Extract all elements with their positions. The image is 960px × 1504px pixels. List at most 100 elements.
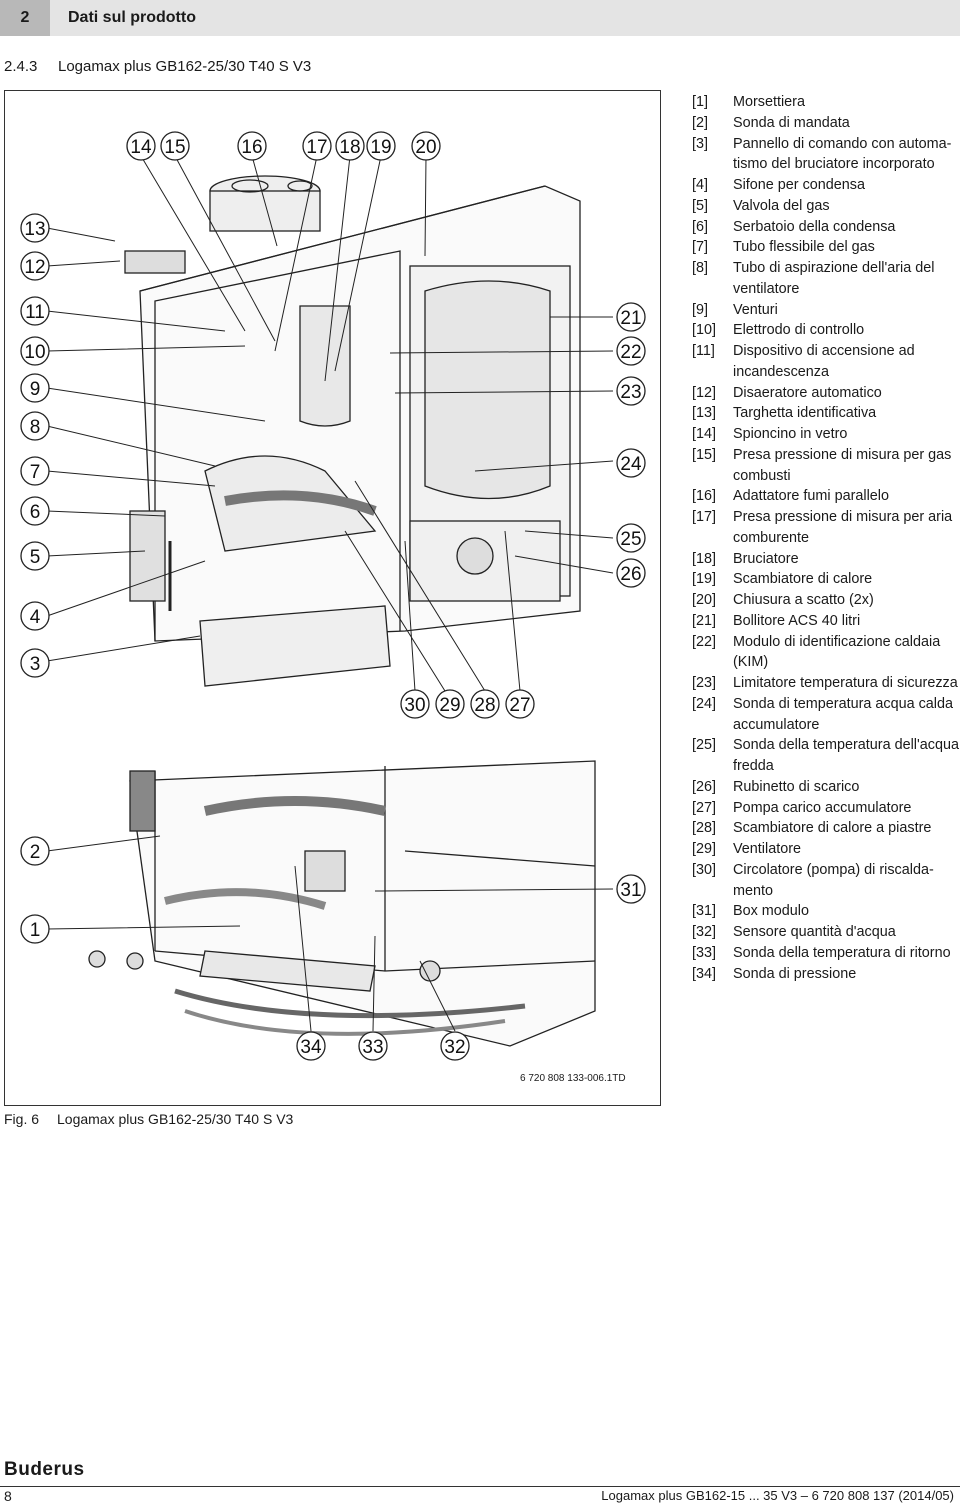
- callout-label: 14: [130, 137, 152, 158]
- legend-item: (KIM): [692, 652, 960, 673]
- footer-divider: [0, 1486, 960, 1487]
- legend-item: [2]Sonda di mandata: [692, 113, 960, 134]
- legend-item: mento: [692, 881, 960, 902]
- legend-number: [692, 279, 733, 300]
- legend-number: [22]: [692, 633, 717, 650]
- legend-item: tismo del bruciatore incorporato: [692, 154, 960, 175]
- legend-item: [29] Ventilatore: [692, 839, 960, 860]
- legend-number: [692, 881, 733, 902]
- legend-number: [21]: [692, 612, 717, 629]
- legend-item: comburente: [692, 528, 960, 549]
- callout-label: 27: [509, 695, 530, 716]
- legend-number: [6]: [692, 218, 708, 235]
- legend-number: [16]: [692, 488, 717, 505]
- callout-label: 32: [444, 1037, 465, 1058]
- callout-label: 24: [620, 454, 642, 475]
- legend-number: [692, 528, 733, 549]
- legend-number: [2]: [692, 114, 708, 131]
- legend-text: Targhetta identificativa: [733, 405, 877, 422]
- legend-text: Rubinetto di scarico: [733, 778, 860, 795]
- legend-text: Modulo di identificazione caldaia: [733, 633, 941, 650]
- legend-number: [8]: [692, 260, 708, 276]
- callout-label: 33: [362, 1037, 383, 1058]
- figure-legend: [1]Morsettiera [2]Sonda di mandata [3]Pa…: [692, 92, 960, 984]
- callout-label: 28: [474, 695, 495, 716]
- legend-text: Morsettiera: [733, 94, 805, 110]
- callout-label: 9: [30, 379, 41, 400]
- callout-label: 13: [24, 219, 45, 240]
- legend-text: Box modulo: [733, 903, 809, 920]
- legend-item: [31] Box modulo: [692, 901, 960, 922]
- legend-text: tismo del bruciatore incorporato: [733, 156, 935, 173]
- legend-text: mento: [733, 882, 773, 899]
- legend-item: [32] Sensore quantità d'acqua: [692, 922, 960, 943]
- legend-number: [692, 154, 733, 175]
- legend-number: [34]: [692, 965, 717, 982]
- legend-text: Spioncino in vetro: [733, 426, 848, 442]
- callout-label: 11: [25, 302, 45, 323]
- callout-label: 10: [24, 342, 45, 363]
- legend-number: [692, 466, 733, 487]
- legend-text: Valvola del gas: [733, 197, 830, 214]
- callout-label: 25: [620, 529, 641, 550]
- legend-text: Sonda di temperatura acqua calda: [733, 695, 954, 712]
- legend-number: [692, 652, 733, 673]
- legend-text: Sifone per condensa: [733, 177, 866, 193]
- legend-text: Scambiatore di calore a piastre: [733, 820, 932, 837]
- legend-number: [18]: [692, 550, 717, 567]
- legend-text: Presa pressione di misura per aria: [733, 509, 953, 525]
- callout-label: 16: [241, 137, 262, 158]
- legend-item: ventilatore: [692, 279, 960, 300]
- legend-text: Pannello di comando con automa-: [733, 135, 952, 152]
- legend-item: [1]Morsettiera: [692, 92, 960, 113]
- legend-item: [28]Scambiatore di calore a piastre: [692, 818, 960, 839]
- legend-number: [29]: [692, 841, 717, 857]
- boiler-illustration: 14 15 16 17 18 19 20 13 12 11 10 9 8 7 6…: [20, 131, 646, 1061]
- legend-number: [30]: [692, 861, 717, 878]
- legend-item: [5]Valvola del gas: [692, 196, 960, 217]
- legend-text: incandescenza: [733, 363, 830, 380]
- callout-label: 21: [620, 308, 641, 329]
- legend-text: Sonda di pressione: [733, 965, 857, 982]
- legend-item: [18]Bruciatore: [692, 549, 960, 570]
- legend-number: [27]: [692, 799, 717, 816]
- legend-text: fredda: [733, 758, 774, 774]
- chapter-title: Dati sul prodotto: [68, 9, 196, 26]
- chapter-number: 2: [0, 0, 50, 36]
- legend-text: accumulatore: [733, 716, 820, 733]
- legend-item: fredda: [692, 756, 960, 777]
- legend-item: [26] Rubinetto di scarico: [692, 777, 960, 798]
- callout-label: 26: [620, 564, 641, 585]
- legend-item: [27]Pompa carico accumulatore: [692, 798, 960, 819]
- legend-number: [31]: [692, 903, 717, 920]
- figure-caption-text: Logamax plus GB162-25/30 T40 S V3: [57, 1111, 294, 1127]
- legend-text: ventilatore: [733, 280, 800, 297]
- legend-text: Ventilatore: [733, 841, 802, 857]
- legend-item: [9]Venturi: [692, 300, 960, 321]
- legend-item: accumulatore: [692, 715, 960, 736]
- legend-text: Adattatore fumi parallelo: [733, 488, 889, 505]
- legend-number: [25]: [692, 737, 717, 754]
- callout-label: 19: [370, 137, 391, 158]
- legend-text: Disaeratore automatico: [733, 384, 882, 401]
- legend-item: [6] Serbatoio della condensa: [692, 217, 960, 238]
- callout-label: 2: [30, 842, 41, 863]
- callout-label: 15: [164, 137, 185, 158]
- legend-number: [24]: [692, 695, 717, 712]
- legend-text: (KIM): [733, 654, 769, 671]
- legend-text: Sensore quantità d'acqua: [733, 924, 896, 940]
- legend-number: [32]: [692, 924, 717, 940]
- legend-text: Circolatore (pompa) di riscalda-: [733, 861, 934, 878]
- legend-text: combusti: [733, 467, 791, 484]
- legend-text: Tubo di aspirazione dell'aria del: [733, 260, 935, 276]
- legend-text: Elettrodo di controllo: [733, 322, 865, 339]
- legend-text: Serbatoio della condensa: [733, 218, 896, 235]
- legend-number: [19]: [692, 571, 717, 588]
- legend-item: [15]Presa pressione di misura per gas: [692, 445, 960, 466]
- callout-label: 4: [30, 607, 41, 628]
- legend-item: [7]Tubo flessibile del gas: [692, 237, 960, 258]
- legend-number: [26]: [692, 778, 717, 795]
- page-number: 8: [4, 1488, 12, 1504]
- legend-item: [19]Scambiatore di calore: [692, 569, 960, 590]
